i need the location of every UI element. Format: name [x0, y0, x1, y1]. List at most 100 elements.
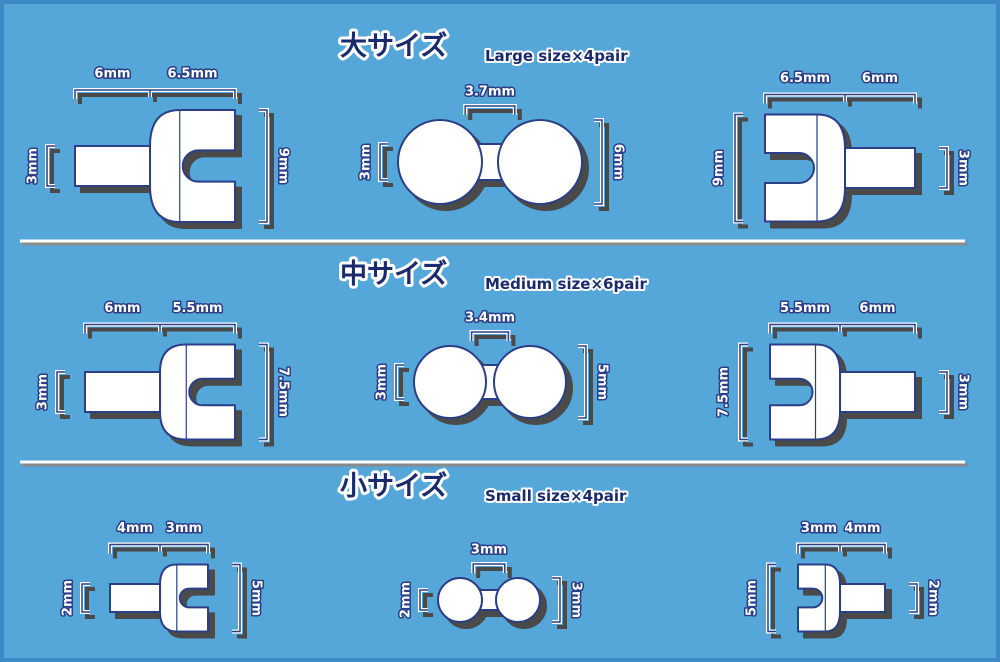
right-dimension-bracket [909, 583, 918, 613]
part-stem [837, 371, 916, 413]
dimension-label-right: 6mm [611, 144, 626, 180]
left-dimension-bracket [739, 343, 748, 441]
section-title-en: Large size×4pair [485, 47, 628, 65]
dumbbell-shape [413, 345, 567, 419]
dimension-label-top-2: 6mm [859, 301, 895, 316]
dimension-label-top-2: 5.5mm [172, 301, 222, 316]
dimension-label-top-1: 4mm [117, 521, 153, 536]
right-dimension-bracket [939, 371, 948, 413]
top-dimension-bracket [74, 89, 236, 99]
dimension-label-top-2: 4mm [844, 521, 880, 536]
dimension-label-right: 3mm [956, 374, 971, 410]
left-dimension-bracket [379, 143, 388, 181]
right-dimension-bracket-outline [259, 342, 269, 442]
top-dimension-bracket [797, 543, 886, 554]
fork-shape [764, 113, 916, 223]
dimension-label-right: 3mm [569, 582, 584, 618]
right-dimension-bracket-outline [259, 108, 269, 224]
top-dimension-bracket-shadow [474, 335, 516, 346]
section-title-en: Medium size×6pair [485, 275, 647, 293]
left-dimension-bracket-shadow [738, 117, 748, 229]
size-section: 中サイズ Medium size×6pair [337, 255, 649, 295]
part-stem [74, 145, 153, 187]
dimension-label-left: 7.5mm [717, 367, 732, 417]
dimension-label-left: 2mm [61, 580, 76, 616]
dimension-label-left: 3mm [375, 364, 390, 400]
right-dimension-bracket-outline [232, 562, 242, 634]
top-dimension-bracket-shadow [113, 547, 215, 559]
fork-shape [109, 563, 209, 633]
right-dimension-bracket-outline [909, 582, 919, 614]
dumbbell-part: 3.7mm 3mm 6mm [357, 83, 627, 211]
dimension-label-right: 3mm [956, 150, 971, 186]
part-head [764, 113, 846, 223]
fork-shape [797, 563, 886, 633]
left-dimension-bracket-shadow [399, 368, 409, 406]
top-dimension-bracket [470, 331, 510, 341]
section-title-jp: 大サイズ [340, 30, 447, 62]
top-dimension-bracket [472, 563, 506, 573]
dimension-label-top-1: 6mm [104, 301, 140, 316]
dimension-label-left: 3mm [359, 144, 374, 180]
dimension-label-left: 3mm [26, 148, 41, 184]
left-dimension-bracket-shadow [423, 593, 433, 617]
top-dimension-bracket-shadow [88, 327, 242, 339]
right-dimension-bracket [939, 147, 948, 189]
top-dimension-bracket-shadow [801, 547, 892, 559]
dumbbell-circle-right [497, 119, 583, 205]
dumbbell-circle-right [493, 345, 567, 419]
left-dimension-bracket [81, 583, 90, 613]
part-head [159, 563, 209, 633]
left-dimension-bracket [56, 371, 65, 413]
dimension-label-top-1: 3mm [801, 521, 837, 536]
dimension-label-right: 5mm [595, 364, 610, 400]
top-dimension-bracket [769, 323, 916, 334]
left-dimension-bracket-shadow [743, 347, 753, 447]
right-dimension-bracket-outline [578, 344, 588, 420]
left-dimension-bracket [767, 563, 776, 633]
left-dimension-bracket-shadow [60, 375, 70, 419]
right-dimension-bracket-outline [939, 370, 949, 414]
part-stem [84, 371, 163, 413]
top-dimension-bracket-shadow [468, 109, 522, 120]
right-dimension-bracket [578, 345, 587, 419]
left-dimension-bracket-shadow [50, 149, 60, 193]
right-dimension-bracket-outline [939, 146, 949, 190]
right-dimension-bracket [232, 563, 241, 633]
left-dimension-bracket [395, 364, 404, 400]
part-stem [109, 583, 163, 613]
dimension-label-top: 3.7mm [465, 85, 515, 100]
right-dimension-bracket [259, 109, 268, 223]
left-dimension-bracket-shadow [771, 567, 781, 639]
left-dimension-bracket-shadow [383, 147, 393, 187]
part-head [159, 343, 236, 441]
left-dimension-bracket [734, 113, 743, 223]
dimension-label-top-2: 3mm [166, 521, 202, 536]
fork-shape [84, 343, 236, 441]
dimension-label-left: 2mm [399, 582, 414, 618]
section-title-jp: 小サイズ [340, 470, 447, 502]
dimension-label-top-1: 6.5mm [780, 71, 830, 86]
top-dimension-bracket [764, 93, 916, 104]
size-section: 大サイズ Large size×4pair [337, 27, 630, 67]
right-dimension-bracket [259, 343, 268, 441]
fork-shape [74, 109, 236, 223]
dumbbell-circle-left [413, 345, 487, 419]
right-dimension-bracket [594, 119, 603, 205]
dimension-label-top-2: 6.5mm [167, 67, 217, 82]
fork-shape [769, 343, 916, 441]
left-dimension-bracket [46, 145, 55, 187]
part-head [797, 563, 841, 633]
top-dimension-bracket [84, 323, 236, 334]
section-title-jp: 中サイズ [340, 258, 447, 290]
